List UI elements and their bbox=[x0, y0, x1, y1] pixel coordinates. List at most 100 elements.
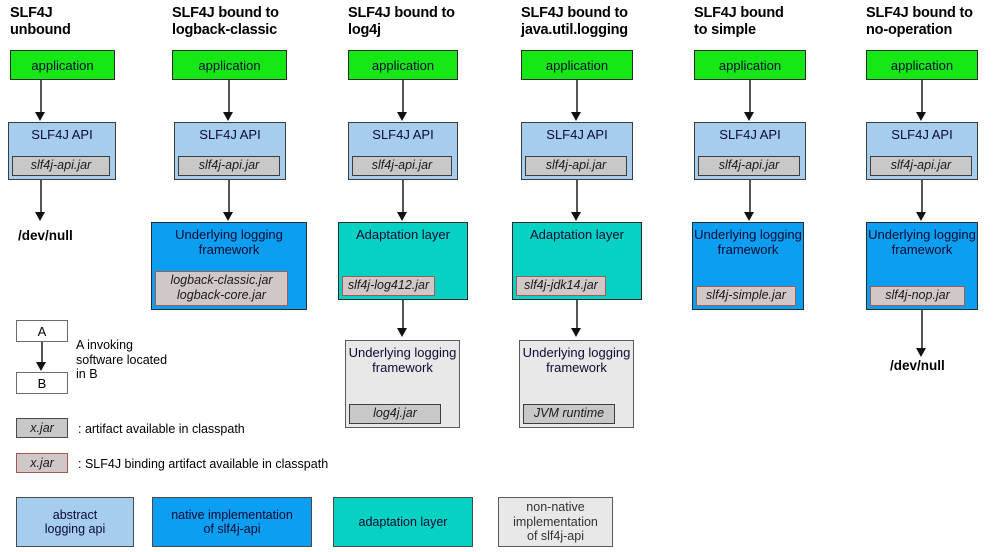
node-underlying-logback: Underlying logging framework logback-cla… bbox=[151, 222, 307, 310]
arrow-head bbox=[35, 212, 45, 221]
arrow-head bbox=[571, 112, 581, 121]
node-slf4j-api-logback: SLF4J API slf4j-api.jar bbox=[174, 122, 286, 180]
arrow-line bbox=[41, 342, 43, 367]
node-label: application bbox=[545, 57, 609, 73]
arrow-head bbox=[571, 212, 581, 221]
node-application-log4j: application bbox=[348, 50, 458, 80]
arrow-line bbox=[749, 180, 751, 217]
jar-chip: slf4j-api.jar bbox=[525, 156, 627, 176]
jar-chip: slf4j-api.jar bbox=[178, 156, 280, 176]
node-slf4j-api-nop: SLF4J API slf4j-api.jar bbox=[866, 122, 978, 180]
legend-box-b: B bbox=[16, 372, 68, 394]
column-title-no-operation: SLF4J bound to no-operation bbox=[866, 5, 973, 38]
arrow-head bbox=[397, 112, 407, 121]
arrow-head bbox=[223, 212, 233, 221]
node-underlying-jul: Underlying logging framework JVM runtime bbox=[519, 340, 634, 428]
node-underlying-nop: Underlying logging framework slf4j-nop.j… bbox=[866, 222, 978, 310]
node-label: SLF4J API bbox=[372, 127, 434, 142]
arrow-line bbox=[40, 180, 42, 217]
column-title-java-util-logging: SLF4J bound to java.util.logging bbox=[521, 5, 628, 38]
node-label: Adaptation layer bbox=[356, 227, 450, 242]
legend-invocation-caption: A invoking software located in B bbox=[76, 338, 168, 381]
node-label: SLF4J API bbox=[31, 127, 93, 142]
jar-chip: JVM runtime bbox=[523, 404, 615, 424]
node-slf4j-api-unbound: SLF4J API slf4j-api.jar bbox=[8, 122, 116, 180]
node-label: SLF4J API bbox=[891, 127, 953, 142]
arrow-line bbox=[749, 80, 751, 117]
jar-chip: slf4j-api.jar bbox=[352, 156, 452, 176]
arrow-head bbox=[223, 112, 233, 121]
arrow-line bbox=[40, 80, 42, 117]
jar-chip-binding: slf4j-nop.jar bbox=[870, 286, 965, 306]
arrow-head bbox=[916, 112, 926, 121]
node-label: Underlying logging framework bbox=[868, 227, 976, 257]
arrow-head bbox=[36, 362, 46, 371]
node-adaptation-jul: Adaptation layer slf4j-jdk14.jar bbox=[512, 222, 642, 300]
node-adaptation-log4j: Adaptation layer slf4j-log412.jar bbox=[338, 222, 468, 300]
arrow-head bbox=[35, 112, 45, 121]
node-label: application bbox=[31, 57, 94, 73]
legend-artifact-caption: : artifact available in classpath bbox=[78, 422, 245, 436]
jar-chip: slf4j-api.jar bbox=[698, 156, 800, 176]
jar-chip-binding: slf4j-simple.jar bbox=[696, 286, 796, 306]
node-application-logback: application bbox=[172, 50, 287, 80]
arrow-head bbox=[916, 348, 926, 357]
node-label: application bbox=[890, 57, 954, 73]
jar-chip-binding: logback-classic.jar logback-core.jar bbox=[155, 271, 288, 306]
legend-chip-artifact: x.jar bbox=[16, 418, 68, 438]
node-slf4j-api-log4j: SLF4J API slf4j-api.jar bbox=[348, 122, 458, 180]
column-title-logback-classic: SLF4J bound to logback-classic bbox=[172, 5, 279, 38]
arrow-line bbox=[228, 180, 230, 217]
node-label: SLF4J API bbox=[546, 127, 608, 142]
column-title-simple: SLF4J bound to simple bbox=[694, 5, 784, 38]
node-underlying-log4j: Underlying logging framework log4j.jar bbox=[345, 340, 460, 428]
arrow-head bbox=[397, 212, 407, 221]
arrow-line bbox=[921, 180, 923, 217]
arrow-line bbox=[402, 80, 404, 117]
node-label: SLF4J API bbox=[719, 127, 781, 142]
terminal-devnull-nop: /dev/null bbox=[890, 358, 945, 373]
jar-chip: slf4j-api.jar bbox=[870, 156, 972, 176]
node-label: SLF4J API bbox=[199, 127, 261, 142]
legend-swatch-native-impl: native implementation of slf4j-api bbox=[152, 497, 312, 547]
arrow-line bbox=[576, 80, 578, 117]
legend-swatch-non-native: non-native implementation of slf4j-api bbox=[498, 497, 613, 547]
legend-swatch-adaptation: adaptation layer bbox=[333, 497, 473, 547]
node-application-simple: application bbox=[694, 50, 806, 80]
arrow-head bbox=[916, 212, 926, 221]
node-label: Underlying logging framework bbox=[522, 345, 631, 375]
node-application-jul: application bbox=[521, 50, 633, 80]
node-label: application bbox=[718, 57, 782, 73]
terminal-devnull-unbound: /dev/null bbox=[18, 228, 73, 243]
node-slf4j-api-simple: SLF4J API slf4j-api.jar bbox=[694, 122, 806, 180]
arrow-head bbox=[397, 328, 407, 337]
arrow-line bbox=[921, 80, 923, 117]
jar-chip-binding: slf4j-log412.jar bbox=[342, 276, 435, 296]
node-label: application bbox=[198, 57, 261, 73]
arrow-line bbox=[576, 180, 578, 217]
node-label: application bbox=[371, 57, 435, 73]
node-slf4j-api-jul: SLF4J API slf4j-api.jar bbox=[521, 122, 633, 180]
column-title-log4j: SLF4J bound to log4j bbox=[348, 5, 455, 38]
arrow-line bbox=[402, 300, 404, 332]
legend-swatch-abstract-api: abstract logging api bbox=[16, 497, 134, 547]
node-application-nop: application bbox=[866, 50, 978, 80]
arrow-line bbox=[228, 80, 230, 117]
node-label: Underlying logging framework bbox=[175, 227, 283, 257]
node-label: Underlying logging framework bbox=[694, 227, 802, 257]
legend-chip-binding: x.jar bbox=[16, 453, 68, 473]
node-label: Adaptation layer bbox=[530, 227, 624, 242]
arrow-head bbox=[744, 212, 754, 221]
node-label: Underlying logging framework bbox=[348, 345, 457, 375]
arrow-head bbox=[571, 328, 581, 337]
jar-chip: slf4j-api.jar bbox=[12, 156, 110, 176]
arrow-line bbox=[921, 310, 923, 352]
jar-chip: log4j.jar bbox=[349, 404, 441, 424]
arrow-head bbox=[744, 112, 754, 121]
legend-binding-caption: : SLF4J binding artifact available in cl… bbox=[78, 457, 329, 471]
node-underlying-simple: Underlying logging framework slf4j-simpl… bbox=[692, 222, 804, 310]
arrow-line bbox=[402, 180, 404, 217]
legend-box-a: A bbox=[16, 320, 68, 342]
node-application-unbound: application bbox=[10, 50, 115, 80]
column-title-unbound: SLF4J unbound bbox=[10, 5, 71, 38]
